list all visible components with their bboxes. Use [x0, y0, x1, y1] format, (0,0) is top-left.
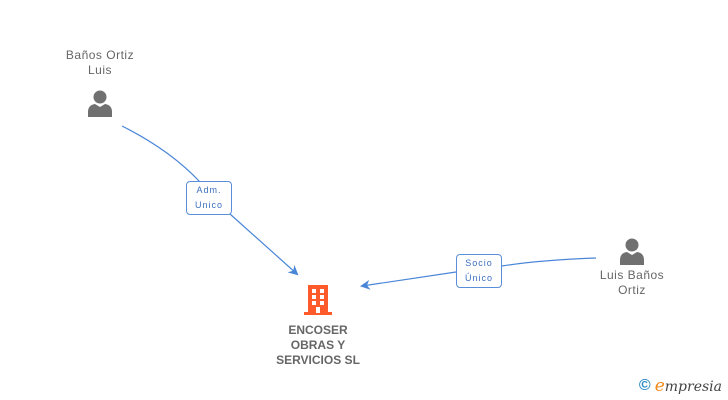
edge-socio-unico-line-lower [360, 271, 457, 290]
person-node-right[interactable]: Luis Baños Ortiz [572, 236, 692, 298]
edge-label-adm-unico[interactable]: Adm. Unico [186, 181, 232, 215]
person-name-line1: Baños Ortiz [65, 48, 135, 62]
person-icon [620, 238, 644, 265]
company-name-line3: SERVICIOS SL [276, 353, 360, 367]
building-icon [304, 285, 332, 315]
edge-label-line2: Unico [194, 200, 223, 210]
edge-label-line1: Socio [465, 258, 493, 268]
edge-label-socio-unico[interactable]: Socio Único [456, 254, 502, 288]
company-name-line2: OBRAS Y [290, 338, 346, 352]
person-name-line1: Luis Baños [599, 268, 665, 282]
company-name-line1: ENCOSER [288, 323, 348, 337]
empresia-watermark: © empresia [639, 376, 722, 396]
brand-rest: mpresia [664, 379, 722, 395]
company-node[interactable]: ENCOSER OBRAS Y SERVICIOS SL [258, 283, 378, 368]
person-icon [88, 90, 112, 117]
person-name-line2: Ortiz [618, 283, 646, 297]
edge-adm-unico-line-lower [229, 213, 299, 276]
edge-adm-unico-line [121, 125, 201, 183]
brand-initial: e [654, 376, 665, 396]
person-node-top[interactable]: Baños Ortiz Luis [40, 48, 160, 118]
empresia-logo: empresia [655, 376, 722, 396]
person-name-line2: Luis [87, 63, 112, 77]
copyright-icon: © [638, 377, 651, 394]
edge-label-line2: Único [464, 273, 493, 283]
edge-label-line1: Adm. [196, 185, 222, 195]
edge-socio-unico-line [501, 257, 597, 267]
